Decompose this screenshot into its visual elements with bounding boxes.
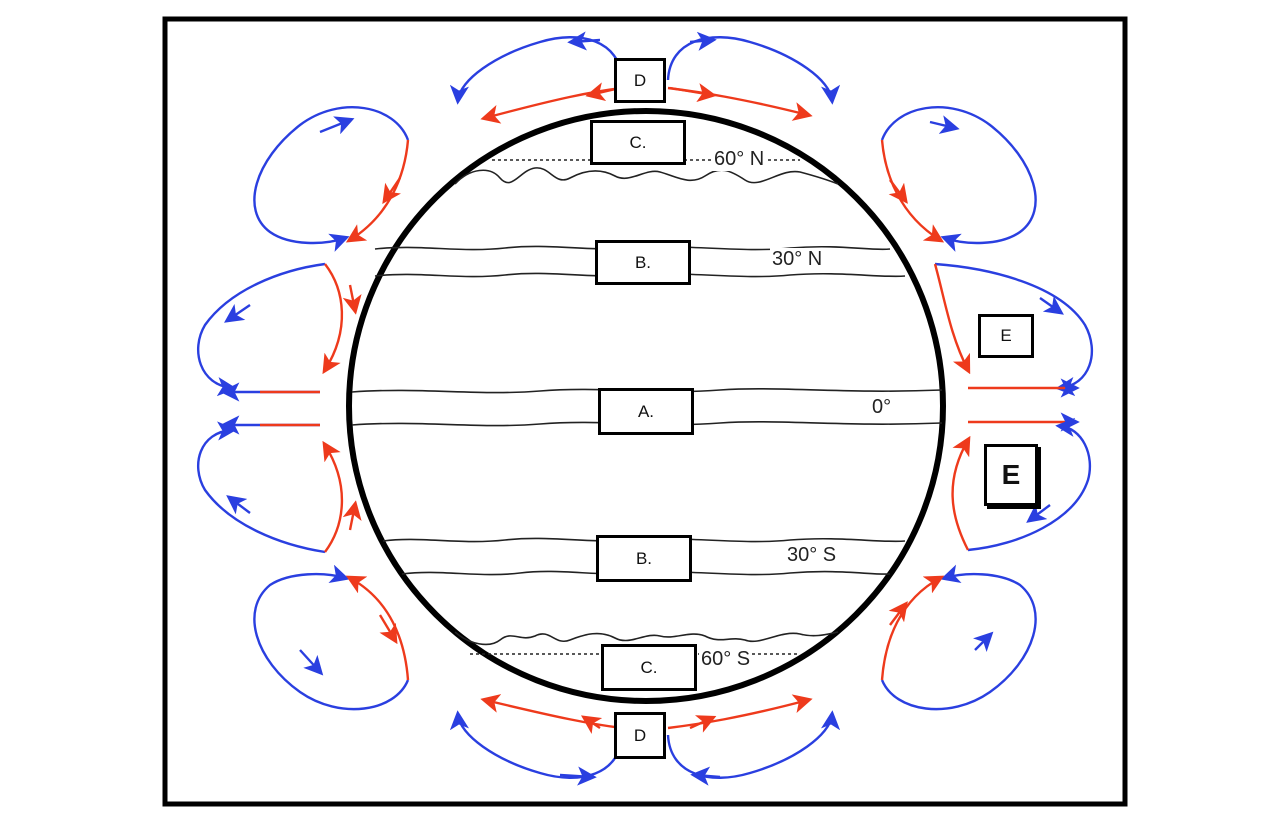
cell-arrow	[934, 262, 1094, 397]
latitude-equator: 0°	[870, 396, 894, 419]
cell-arrow	[322, 263, 344, 375]
label-d-top: D	[614, 58, 666, 103]
latitude-60n: 60° N	[712, 148, 767, 171]
latitude-30s: 30° S	[785, 544, 839, 567]
cell-arrow	[951, 435, 971, 551]
cell-arrow	[967, 417, 1092, 552]
cell-arrow	[933, 263, 971, 375]
latitude-60s: 60° S	[699, 648, 753, 671]
cell-arrow	[880, 106, 1037, 252]
cells-right	[880, 106, 1094, 711]
cell-arrow	[880, 575, 945, 681]
cell-arrow	[666, 710, 841, 779]
cell-arrow	[253, 564, 410, 711]
outer-frame	[162, 16, 1128, 807]
cell-arrow	[480, 694, 623, 730]
cell-arrow	[322, 440, 344, 553]
label-b-bottom: B.	[596, 535, 692, 582]
label-c-top: C.	[590, 120, 686, 165]
cell-arrow	[666, 36, 841, 105]
cell-arrow	[880, 139, 945, 243]
cell-arrow	[667, 694, 813, 730]
label-a: A.	[598, 388, 694, 435]
cell-arrow	[880, 564, 1037, 711]
cell-arrow	[449, 710, 624, 779]
cell-arrow	[253, 106, 410, 252]
cells-left	[196, 106, 410, 711]
cell-arrow	[345, 575, 410, 681]
cells-polar	[449, 31, 841, 786]
cell-arrow	[345, 139, 410, 243]
label-c-bottom: C.	[601, 644, 697, 691]
cell-arrow	[449, 36, 624, 105]
label-d-bottom: D	[614, 712, 666, 759]
cell-arrow	[196, 262, 326, 397]
label-e-big: E	[984, 444, 1038, 506]
label-e-small: E	[978, 314, 1034, 358]
latitude-30n: 30° N	[770, 248, 825, 271]
cell-arrow	[196, 421, 326, 554]
label-b-top: B.	[595, 240, 691, 285]
